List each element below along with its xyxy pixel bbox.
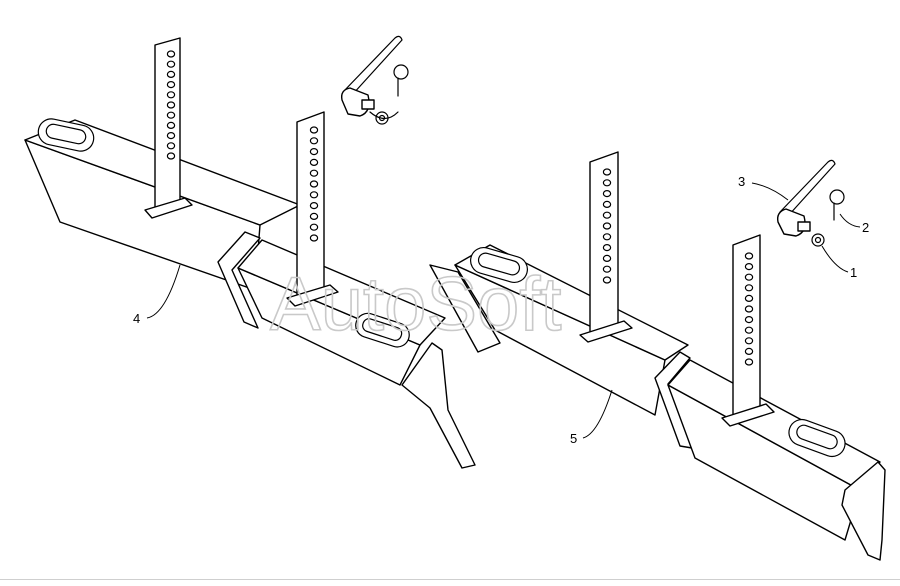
callout-1-label: 1 xyxy=(850,265,857,280)
bar-hole xyxy=(309,234,319,242)
callout-3-label: 3 xyxy=(738,174,745,189)
bar-hole xyxy=(602,211,612,219)
bar-hole xyxy=(602,265,612,273)
bar-hole xyxy=(602,254,612,262)
bar-hole xyxy=(602,168,612,176)
callout-5: 5 xyxy=(570,389,613,446)
callout-3: 3 xyxy=(738,174,789,201)
bar-hole xyxy=(166,132,176,140)
callout-4-label: 4 xyxy=(133,311,140,326)
bar-hole xyxy=(309,158,319,166)
bar-hole xyxy=(309,223,319,231)
bar-hole xyxy=(166,101,176,109)
bar-hole xyxy=(309,191,319,199)
adjustment-bar-right-front xyxy=(721,234,775,427)
pin-hardware-right xyxy=(776,159,845,247)
bar-hole xyxy=(744,305,754,313)
bar-hole xyxy=(602,244,612,252)
callout-2-label: 2 xyxy=(862,220,869,235)
bar-hole xyxy=(744,316,754,324)
adjustment-bar-left-rear xyxy=(144,37,193,219)
adjustment-bar-right-rear xyxy=(579,151,633,343)
bar-hole xyxy=(602,200,612,208)
bar-hole xyxy=(602,222,612,230)
adjustment-bar-left-front xyxy=(286,111,339,307)
bottom-divider xyxy=(0,579,900,580)
pin-hardware-left xyxy=(340,35,409,125)
watermark: AutoSoft xyxy=(270,262,562,347)
bar-hole xyxy=(602,233,612,241)
callout-2: 2 xyxy=(839,213,869,235)
bar-hole xyxy=(166,111,176,119)
bar-hole xyxy=(309,212,319,220)
bar-hole xyxy=(309,148,319,156)
bar-hole xyxy=(309,169,319,177)
callout-1: 1 xyxy=(821,245,857,280)
bar-hole xyxy=(309,202,319,210)
bar-hole xyxy=(744,263,754,271)
bar-hole xyxy=(166,121,176,130)
bar-hole xyxy=(744,347,754,355)
bar-hole xyxy=(744,273,754,281)
bar-hole xyxy=(309,180,319,188)
bar-hole xyxy=(166,142,176,150)
bar-hole xyxy=(166,60,176,68)
bar-hole xyxy=(166,91,176,99)
bar-hole xyxy=(744,337,754,345)
bar-hole xyxy=(166,50,176,58)
bar-hole xyxy=(309,126,319,134)
skid-assembly-left xyxy=(24,35,476,469)
bar-hole xyxy=(602,179,612,187)
bar-hole xyxy=(744,294,754,302)
bar-hole xyxy=(166,80,176,89)
bar-hole xyxy=(744,252,754,260)
bar-hole xyxy=(309,137,319,145)
bar-hole xyxy=(166,152,176,160)
bar-hole xyxy=(602,190,612,198)
callout-4: 4 xyxy=(133,264,181,326)
bar-hole xyxy=(744,284,754,292)
bar-hole xyxy=(166,70,176,79)
bar-hole xyxy=(602,276,612,284)
bar-hole xyxy=(744,358,754,366)
bar-hole xyxy=(744,326,754,334)
skid-assembly-right xyxy=(429,151,886,561)
callout-5-label: 5 xyxy=(570,431,577,446)
